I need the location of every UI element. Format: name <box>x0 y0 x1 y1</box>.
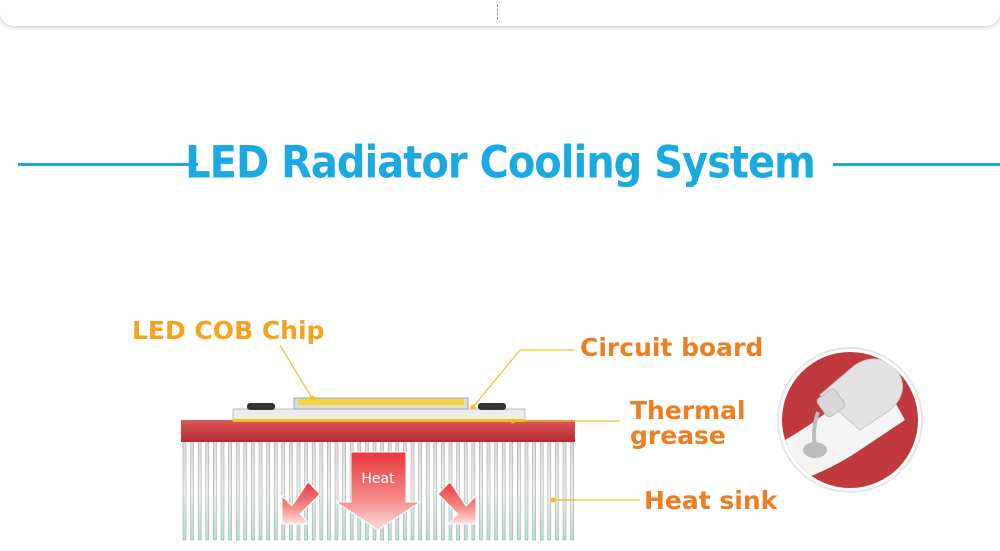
heat-sink-fin <box>517 440 521 541</box>
heat-sink-fin <box>205 440 210 541</box>
heat-sink-fin <box>273 440 278 541</box>
top-card <box>0 0 1000 26</box>
heat-sink-fin <box>190 440 194 541</box>
leader-dot-led <box>309 395 315 401</box>
heat-sink-fin <box>471 440 476 541</box>
heat-arrow-label: Heat <box>361 471 395 487</box>
heat-sink-fin <box>494 440 498 541</box>
heat-sink-fin <box>555 440 559 541</box>
title-line-left <box>18 163 198 166</box>
heat-sink-fin <box>410 440 415 541</box>
heat-sink-fin <box>258 440 263 541</box>
leader-dot-grease <box>510 418 516 424</box>
heat-arrow-down-left-icon <box>281 481 321 525</box>
heat-sink-fin <box>281 440 286 541</box>
title-line-right <box>833 163 1000 166</box>
leader-circuit-board <box>472 349 575 408</box>
heat-sink-fin <box>334 440 339 541</box>
heat-sink-fin <box>486 440 491 541</box>
leader-lines <box>279 344 640 501</box>
circuit-board <box>232 408 526 421</box>
heat-sink-fin <box>433 440 438 541</box>
heat-sink-fin <box>266 440 270 541</box>
card-divider <box>497 4 498 20</box>
label-thermal-grease-line2: grease <box>630 421 726 450</box>
thermal-grease-tube-icon <box>777 347 923 493</box>
heat-arrow-down-icon <box>334 451 422 531</box>
heat-sink-fin <box>456 440 460 541</box>
leader-led-chip <box>279 344 313 399</box>
heat-arrow-down-right-icon <box>437 481 477 525</box>
heat-sink-fin <box>243 440 248 541</box>
heat-sink-fin <box>220 440 225 541</box>
heat-sink-fin <box>501 440 506 541</box>
heat-sink-fin <box>235 440 240 541</box>
heat-sink-fin <box>319 440 324 541</box>
board-component-right <box>478 403 506 410</box>
heat-sink-fin <box>562 440 567 541</box>
label-heat-sink: Heat sink <box>644 486 778 515</box>
heat-sink-fin <box>228 440 232 541</box>
heat-sink-fin <box>342 440 346 541</box>
label-led-cob-chip: LED COB Chip <box>132 316 325 345</box>
label-thermal-grease-line1: Thermal <box>630 396 746 425</box>
leader-dot-board <box>470 404 476 410</box>
heat-sink-fin <box>296 440 301 541</box>
thermal-grease-layer <box>233 419 525 422</box>
heat-sink-fin <box>524 440 529 541</box>
heat-sink-fin <box>327 440 331 541</box>
heat-sink-fin <box>425 440 430 541</box>
leader-dot-sink <box>550 497 556 503</box>
page-title: LED Radiator Cooling System <box>185 137 816 189</box>
heat-sink-fin <box>570 440 574 541</box>
heat-sink-fin <box>532 440 536 541</box>
label-circuit-board: Circuit board <box>580 333 764 362</box>
board-component-left <box>247 403 275 410</box>
label-thermal-grease: Thermal grease <box>630 398 746 448</box>
heat-sink-fin <box>539 440 544 541</box>
heat-sink-fin <box>289 440 293 541</box>
heat-sink-fin <box>182 440 187 541</box>
heat-sink-fin <box>213 440 217 541</box>
heat-sink-fin <box>251 440 255 541</box>
heat-sink-fin <box>479 440 483 541</box>
led-cob-chip <box>298 399 464 405</box>
heat-sink-fin <box>463 440 468 541</box>
heat-sink-fin <box>418 440 422 541</box>
heat-sink-fin <box>197 440 202 541</box>
heat-sink-fin <box>547 440 552 541</box>
heat-sink-fin <box>509 440 514 541</box>
heat-sink-base <box>181 420 575 442</box>
